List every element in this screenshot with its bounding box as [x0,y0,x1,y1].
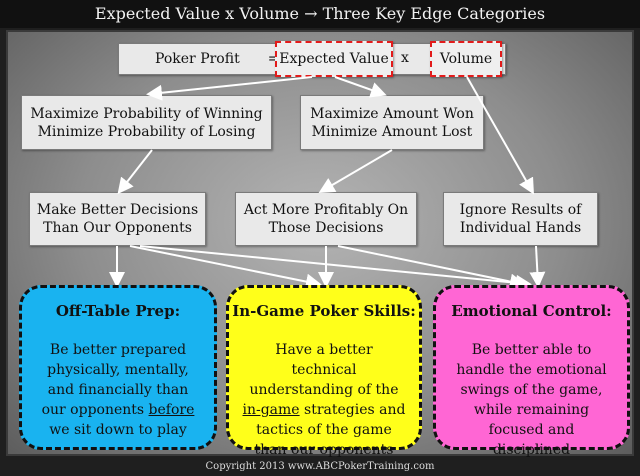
ingame-skills-card: In-Game Poker Skills: Have a better tech… [226,285,422,458]
amount-line-2: Minimize Amount Lost [311,123,473,140]
ingame-emphasis: in-game [242,402,300,418]
offtable-prep-title: Off-Table Prep: [55,302,181,320]
ignore-results-line-2: Individual Hands [459,220,582,236]
copyright-footer: Copyright 2013 www.ABCPokerTraining.com [205,461,435,472]
equals-sign: = [267,51,280,67]
offtable-prep-text: Be better prepared physically, mentally,… [41,342,195,438]
arrow-decisions-to-ingame [129,245,322,290]
emotional-control-text: Be better able to handle the emotional s… [456,342,607,458]
better-decisions-line-2: Than Our Opponents [43,220,192,236]
emotional-control-card: Emotional Control: Be better able to han… [433,285,630,458]
probability-line-2: Minimize Probability of Losing [37,123,256,140]
before-emphasis: before [148,402,195,418]
arrow-probability-to-decisions [117,149,153,195]
arrow-ignore-to-emotional [529,245,546,288]
arrow-decisions-to-emotional [139,245,532,291]
arrow-volume-to-ignore [466,76,534,195]
ignore-results-box: Ignore Results of Individual Hands [443,192,598,246]
probability-box: Maximize Probability of Winning Minimize… [21,95,272,150]
act-profitably-box: Act More Profitably On Those Decisions [235,192,417,246]
ingame-skills-title: In-Game Poker Skills: [232,302,416,320]
emotional-control-title: Emotional Control: [451,302,612,320]
probability-line-1: Maximize Probability of Winning [30,105,263,122]
arrow-act-to-emotional [337,245,526,290]
act-profitably-line-1: Act More Profitably On [243,202,409,218]
times-sign: x [401,50,409,66]
ingame-skills-text: Have a better technical understanding of… [242,342,406,458]
arrow-ev-to-probability [146,76,313,101]
offtable-prep-card: Off-Table Prep: Be better prepared physi… [19,285,217,450]
arrow-amount-to-act [318,149,393,194]
volume-box: Volume [430,41,502,77]
poker-profit-label: Poker Profit [155,51,240,67]
amount-line-1: Maximize Amount Won [310,105,474,122]
act-profitably-line-2: Those Decisions [268,220,384,236]
expected-value-box: Expected Value [275,41,393,77]
amount-box: Maximize Amount Won Minimize Amount Lost [300,95,484,150]
ignore-results-line-1: Ignore Results of [459,202,582,218]
diagram-title: Expected Value x Volume → Three Key Edge… [0,0,640,28]
arrow-ev-to-amount [334,76,387,98]
better-decisions-line-1: Make Better Decisions [36,202,199,218]
better-decisions-box: Make Better Decisions Than Our Opponents [29,192,206,246]
